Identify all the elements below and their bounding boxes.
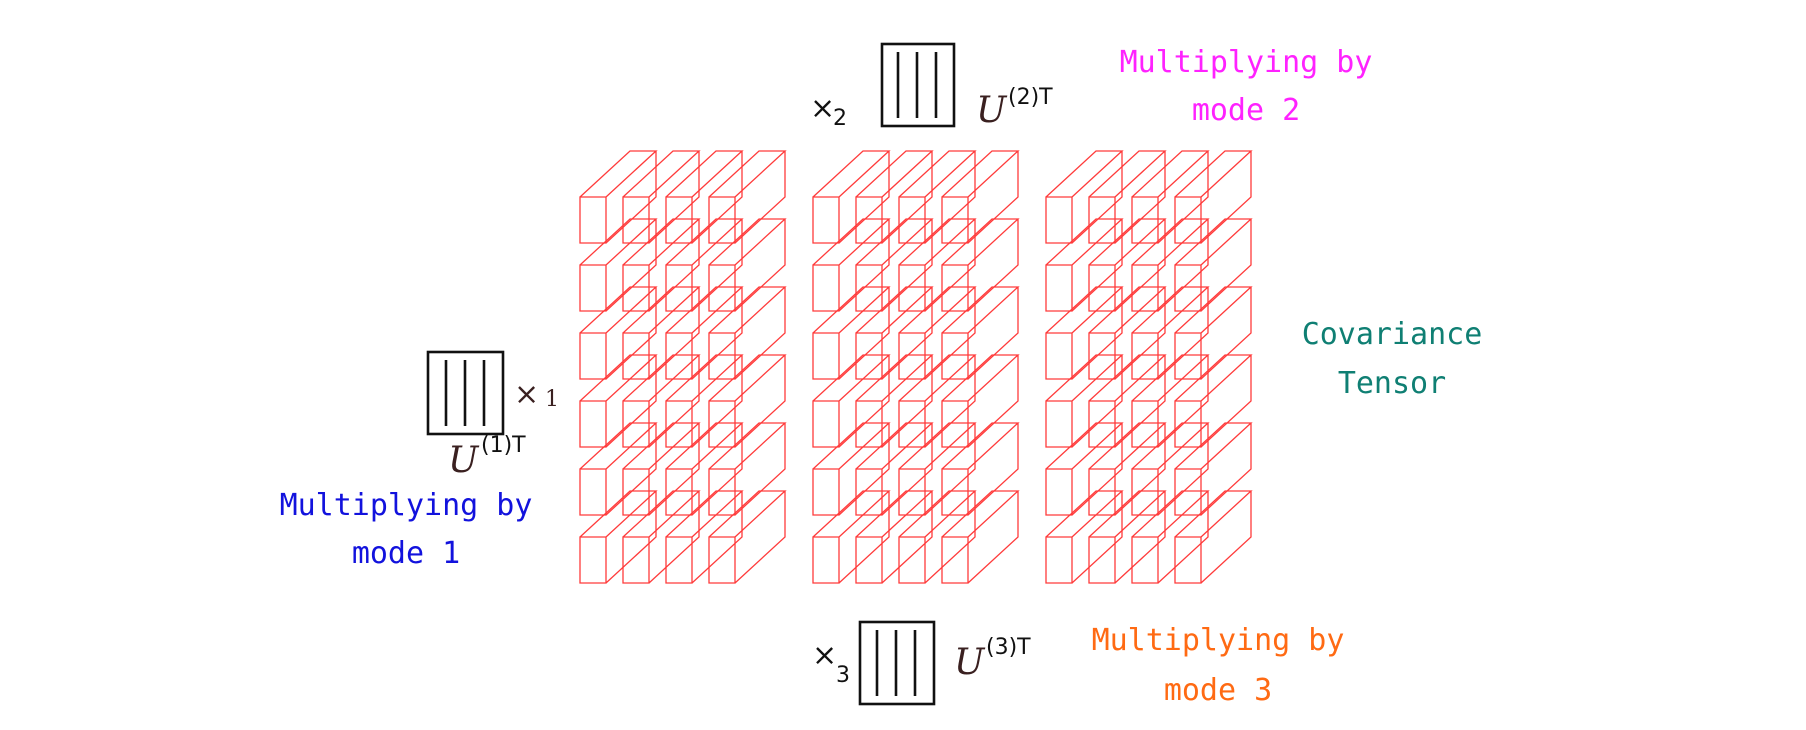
tensor-cell-s3-r3-c4	[1174, 286, 1253, 380]
mode3-label-line1: Multiplying by	[1092, 623, 1345, 658]
tensor-cell-s2-r3-c4	[941, 286, 1020, 380]
mode1-operator: × 1 U (1)T	[426, 350, 559, 481]
tensor-cell-s2-r5-c4	[941, 422, 1020, 516]
mode3-label-line2: mode 3	[1164, 673, 1272, 708]
mode2-matrix-superscript: (2)T	[1008, 85, 1053, 110]
mode1-label-line1: Multiplying by	[280, 488, 533, 523]
mode3-times-symbol: ×	[812, 638, 837, 673]
tensor-cell-s3-r2-c4	[1174, 218, 1253, 312]
mode1-matrix-symbol: U	[448, 440, 480, 481]
tensor-label-line1: Covariance	[1302, 317, 1483, 352]
tensor-cell-s1-r1-c4	[708, 150, 787, 244]
tensor-cell-s2-r6-c4	[941, 490, 1020, 584]
tensor-cell-s3-r5-c4	[1174, 422, 1253, 516]
mode2-label-line1: Multiplying by	[1120, 45, 1373, 80]
mode1-matrix-icon	[426, 350, 505, 436]
tensor-cell-s3-r4-c4	[1174, 354, 1253, 448]
mode3-operator: × 3 U (3)T	[812, 620, 1031, 706]
mode1-times-symbol: ×	[514, 377, 539, 412]
mode3-matrix-superscript: (3)T	[986, 635, 1031, 660]
tensor-cell-s1-r3-c4	[708, 286, 787, 380]
mode1-label-line2: mode 1	[352, 536, 460, 571]
tensor-label-line2: Tensor	[1338, 366, 1446, 401]
tensor-cell-s1-r4-c4	[708, 354, 787, 448]
tensor-cell-s3-r1-c4	[1174, 150, 1253, 244]
mode3-subscript: 3	[836, 663, 850, 688]
mode3-matrix-symbol: U	[954, 642, 986, 683]
tensor-cell-s1-r6-c4	[708, 490, 787, 584]
tensor-cube-grid	[579, 150, 1253, 584]
mode2-label-line2: mode 2	[1192, 93, 1300, 128]
mode1-matrix-superscript: (1)T	[481, 433, 526, 458]
tensor-cell-s2-r4-c4	[941, 354, 1020, 448]
tensor-cell-s3-r6-c4	[1174, 490, 1253, 584]
tensor-cell-s1-r5-c4	[708, 422, 787, 516]
mode2-times-symbol: ×	[810, 91, 835, 126]
mode2-matrix-icon	[880, 42, 956, 128]
tensor-cell-s1-r2-c4	[708, 218, 787, 312]
tensor-cell-s2-r2-c4	[941, 218, 1020, 312]
tensor-cell-s2-r1-c4	[941, 150, 1020, 244]
mode1-subscript: 1	[545, 387, 559, 412]
mode2-matrix-symbol: U	[976, 90, 1008, 131]
mode3-matrix-icon	[858, 620, 936, 706]
mode2-subscript: 2	[833, 106, 847, 131]
mode2-operator: × 2 U (2)T	[810, 42, 1053, 131]
